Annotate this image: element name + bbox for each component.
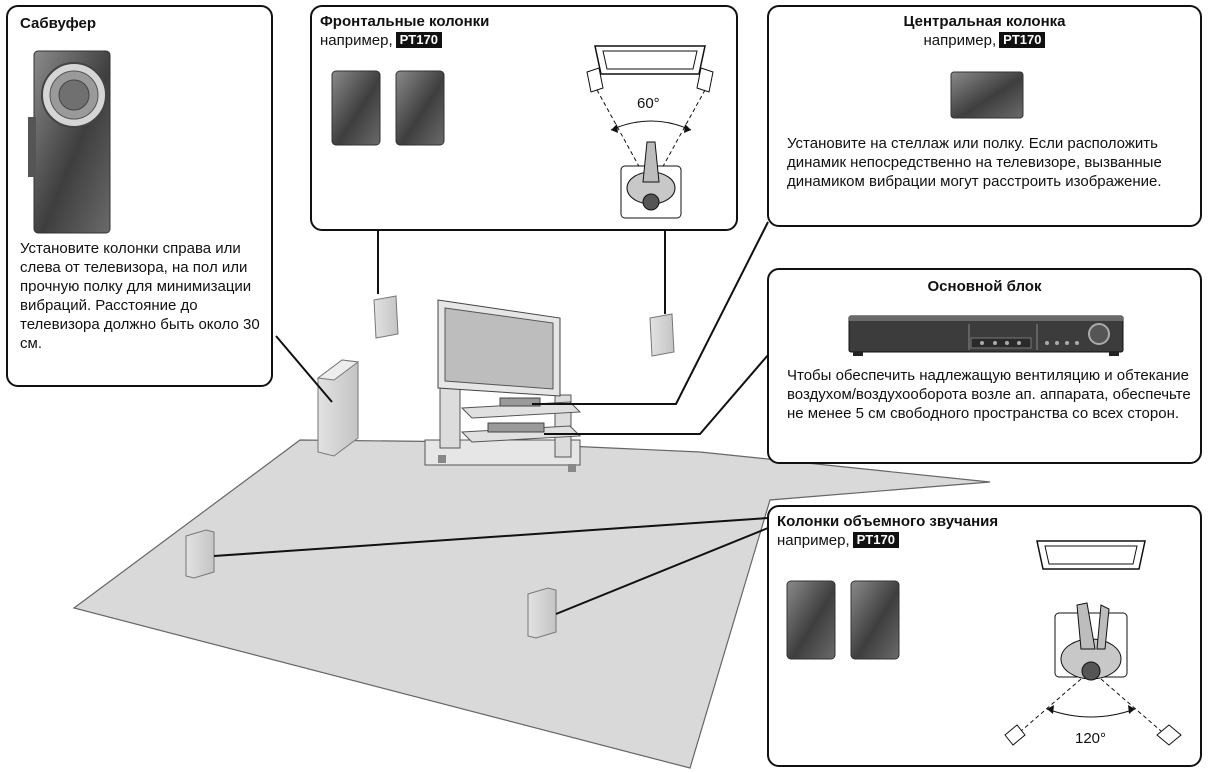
- center-speaker-panel: Центральная колонка например,PT170 Устан…: [767, 5, 1202, 227]
- surround-speakers-image: [786, 580, 900, 660]
- main-unit-title: Основной блок: [927, 278, 1042, 295]
- subwoofer-image: [28, 50, 111, 234]
- room-subwoofer: [316, 359, 360, 457]
- subwoofer-title: Сабвуфер: [20, 15, 97, 32]
- tv-stand: [424, 387, 582, 472]
- surround-example: например,PT170: [777, 532, 899, 550]
- room-front-speaker-right: [649, 313, 675, 357]
- surround-angle-diagram: 120°: [1004, 540, 1182, 747]
- center-title: Центральная колонка: [903, 13, 1066, 30]
- front-model-tag: PT170: [395, 32, 442, 48]
- main-unit-panel: Основной блок Чтобы обеспечить надлежащу…: [767, 268, 1202, 464]
- connector-lines: [213, 221, 769, 615]
- surround-model-tag: PT170: [852, 532, 899, 548]
- center-example: например,PT170: [769, 32, 1200, 50]
- center-speaker-image: [950, 71, 1024, 119]
- front-speakers-panel: Фронтальные колонки например,PT170 60°: [310, 5, 738, 231]
- front-title: Фронтальные колонки: [320, 13, 490, 30]
- center-text: Установите на стеллаж или полку. Если ра…: [787, 135, 1162, 190]
- surround-title: Колонки объемного звучания: [777, 513, 999, 530]
- subwoofer-text: Установите колонки справа или слева от т…: [20, 240, 260, 352]
- main-unit-text: Чтобы обеспечить надлежащую вентиляцию и…: [787, 367, 1191, 422]
- surround-speakers-panel: Колонки объемного звучания например,PT17…: [767, 505, 1202, 767]
- room-surround-speaker-left: [185, 529, 215, 579]
- main-unit-image: [848, 315, 1124, 356]
- center-model-tag: PT170: [999, 32, 1046, 48]
- tv: [437, 299, 561, 397]
- center-example-prefix: например,: [923, 32, 997, 49]
- surround-example-prefix: например,: [777, 532, 850, 549]
- front-example: например,PT170: [320, 32, 442, 50]
- front-angle-diagram: 60°: [586, 45, 714, 219]
- front-example-prefix: например,: [320, 32, 393, 49]
- room-surround-speaker-right: [527, 587, 557, 639]
- subwoofer-panel: Сабвуфер Установите колонки справа или с…: [6, 5, 273, 387]
- front-angle-label: 60°: [637, 95, 660, 112]
- room-front-speaker-left: [373, 295, 399, 339]
- surround-angle-label: 120°: [1075, 730, 1106, 747]
- front-speakers-image: [331, 70, 445, 146]
